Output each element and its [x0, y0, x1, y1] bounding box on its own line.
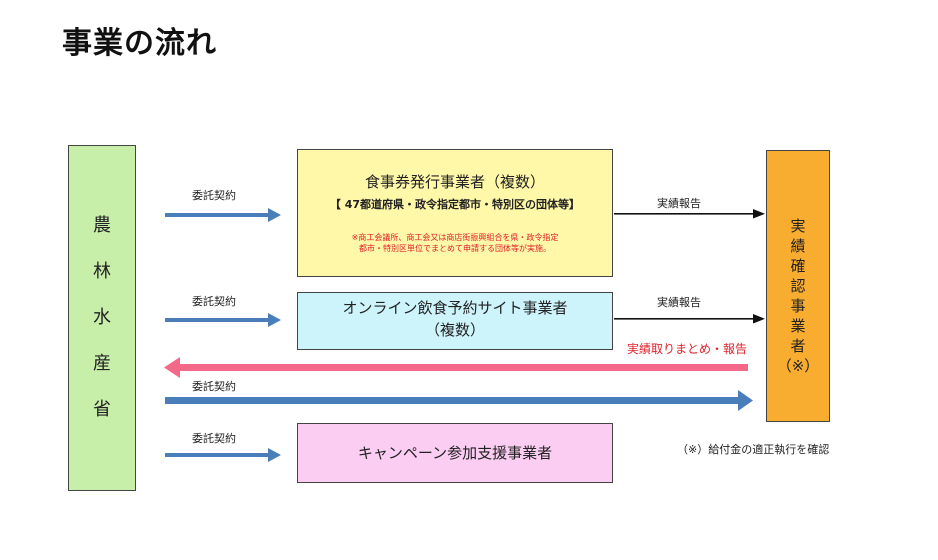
online-booking-line1: オンライン飲食予約サイト事業者	[342, 299, 568, 317]
contract-label: 委託契約	[192, 295, 236, 308]
verification-char: 実	[790, 217, 806, 235]
verification-char: 業	[790, 317, 806, 335]
report-label: 実績報告	[657, 197, 701, 210]
contract-arrow-2	[165, 313, 281, 327]
maff-char: 農	[93, 215, 111, 236]
verification-title: 実 績 確 認 事 業 者 （※）	[766, 216, 830, 376]
ticket-issuer-note-line2: 都市・特別区単位でまとめて申請する団体等が実施。	[359, 244, 551, 253]
contract-arrow-4	[165, 448, 281, 462]
contract-label: 委託契約	[192, 432, 236, 445]
verification-char: 認	[790, 277, 806, 295]
campaign-support-title: キャンペーン参加支援事業者	[357, 444, 553, 462]
report-arrow-1	[614, 209, 765, 219]
contract-label: 委託契約	[192, 380, 236, 393]
ticket-issuer-note: ※商工会議所、商工会又は商店街振興組合を県・政令指定 都市・特別区単位でまとめて…	[303, 232, 607, 254]
ticket-issuer-title: 食事券発行事業者（複数）	[364, 173, 545, 191]
contract-arrow-3	[165, 390, 753, 411]
verification-char: 確	[790, 257, 806, 275]
online-booking-line2: （複数）	[424, 321, 485, 339]
campaign-support-box	[297, 423, 613, 483]
verification-char: 者	[790, 337, 806, 355]
contract-arrow-1	[165, 208, 281, 222]
online-booking-title: オンライン飲食予約サイト事業者 （複数）	[297, 297, 613, 341]
maff-box: 農 林 水 産 省	[68, 145, 136, 491]
ticket-issuer-subtitle: 【 47都道府県・政令指定都市・特別区の団体等】	[329, 198, 581, 211]
maff-char: 林	[93, 261, 111, 282]
maff-char: 産	[93, 353, 111, 374]
verification-char: （※）	[776, 357, 820, 375]
footnote: （※）給付金の適正執行を確認	[677, 443, 830, 456]
report-label: 実績報告	[657, 296, 701, 309]
online-booking-box	[297, 292, 613, 350]
maff-char: 水	[93, 307, 111, 328]
contract-label: 委託契約	[192, 189, 236, 202]
summary-report-arrow	[164, 357, 748, 378]
verification-char: 績	[790, 237, 806, 255]
verification-char: 事	[790, 297, 806, 315]
report-arrow-2	[614, 314, 765, 324]
ticket-issuer-box	[297, 149, 613, 277]
summary-report-label: 実績取りまとめ・報告	[627, 342, 748, 356]
page-title: 事業の流れ	[62, 26, 217, 61]
maff-char: 省	[93, 399, 111, 420]
verification-box	[766, 150, 830, 422]
ticket-issuer-note-line1: ※商工会議所、商工会又は商店街振興組合を県・政令指定	[351, 233, 559, 242]
